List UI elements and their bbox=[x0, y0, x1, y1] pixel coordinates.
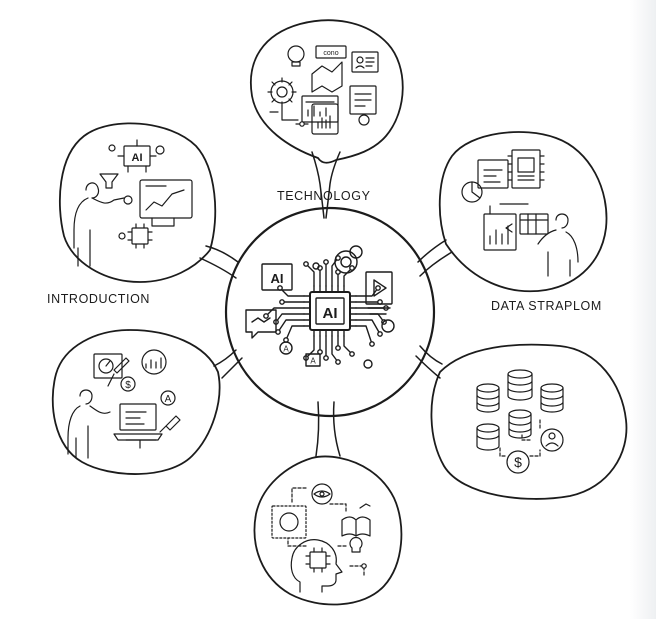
technology-icon-group: cono bbox=[267, 45, 379, 135]
user-badge-icon bbox=[540, 428, 564, 452]
technology-label: TECHNOLOGY bbox=[277, 189, 371, 203]
center-ai-icon-group: AI AI bbox=[245, 245, 395, 369]
data-bar-panel-icon bbox=[483, 213, 517, 251]
data-icon-group bbox=[461, 149, 579, 277]
svg-text:A: A bbox=[165, 394, 172, 405]
person-figure bbox=[537, 213, 579, 277]
right-lower-bubble bbox=[430, 343, 628, 500]
sign-board-icon bbox=[315, 45, 347, 59]
chart-bubble-icon bbox=[141, 349, 167, 375]
database-icon bbox=[540, 383, 564, 413]
profile-card-icon bbox=[351, 51, 379, 73]
center-dot-icon bbox=[312, 262, 320, 270]
lightbulb-icon bbox=[349, 537, 363, 553]
database-icon bbox=[507, 369, 533, 401]
ai-board-text: AI bbox=[271, 271, 284, 286]
dashboard-screen-icon bbox=[301, 95, 339, 123]
bottom-icon-group bbox=[271, 483, 371, 593]
svg-text:$: $ bbox=[514, 454, 522, 470]
document-icon bbox=[349, 85, 377, 115]
connectors bbox=[199, 151, 453, 457]
circuit-chip-icon bbox=[511, 149, 541, 189]
head-profile-icon bbox=[290, 539, 343, 593]
svg-text:A: A bbox=[283, 345, 289, 354]
page-edge-shadow bbox=[630, 0, 656, 619]
center-small-ring-icon bbox=[381, 319, 395, 333]
tablet-chart-icon bbox=[311, 103, 339, 135]
center-badge-b-icon bbox=[305, 353, 321, 367]
eye-badge-icon bbox=[311, 483, 333, 505]
data-straplom-label: DATA STRAPLOM bbox=[491, 299, 602, 313]
data-table-icon bbox=[519, 213, 549, 235]
data-bubble bbox=[438, 131, 608, 293]
data-board-icon bbox=[477, 159, 509, 189]
laptop-screen-icon bbox=[119, 403, 157, 431]
settings-mini-icon bbox=[358, 114, 370, 126]
svg-text:$: $ bbox=[125, 380, 131, 391]
filter-funnel-icon bbox=[99, 173, 119, 189]
left-lower-bubble bbox=[51, 329, 221, 475]
technology-bubble bbox=[250, 19, 404, 164]
badge-e-icon bbox=[349, 245, 363, 259]
dollar-icon bbox=[120, 376, 136, 392]
gauge-board-icon bbox=[93, 353, 123, 379]
left-lower-icon-group: $ A bbox=[67, 349, 181, 459]
play-panel-icon bbox=[365, 271, 393, 305]
database-icon bbox=[476, 423, 500, 451]
center-circle bbox=[224, 206, 436, 418]
dollar-icon bbox=[506, 450, 530, 474]
central-chip bbox=[309, 291, 351, 331]
lightbulb-icon bbox=[287, 45, 305, 63]
central-chip-text: AI bbox=[323, 305, 338, 322]
pencil-icon bbox=[113, 357, 130, 374]
ai-board-icon bbox=[261, 263, 293, 291]
chip-icon bbox=[131, 227, 149, 245]
database-icon bbox=[508, 409, 532, 439]
book-icon bbox=[341, 516, 371, 537]
right-lower-icon-group: $ bbox=[476, 369, 564, 474]
brain-gear-icon bbox=[334, 250, 358, 274]
svg-text:A: A bbox=[310, 357, 316, 366]
sign-board-text: cono bbox=[323, 50, 338, 57]
tool-icon bbox=[159, 415, 181, 433]
introduction-icon-group: AI bbox=[73, 139, 193, 267]
bottom-bubble bbox=[253, 455, 403, 606]
head-chip-icon bbox=[309, 551, 327, 569]
chart-monitor-icon bbox=[139, 179, 193, 219]
center-badge-a-icon bbox=[279, 341, 293, 355]
person-figure bbox=[73, 182, 125, 267]
speech-bubble-icon bbox=[245, 309, 277, 339]
ai-screen-text: AI bbox=[132, 152, 143, 164]
introduction-label: INTRODUCTION bbox=[47, 292, 151, 306]
route-map-icon bbox=[311, 61, 343, 93]
letter-a-icon bbox=[160, 390, 176, 406]
person-figure bbox=[67, 389, 111, 459]
center-dot-icon bbox=[363, 359, 373, 369]
bubbles bbox=[51, 19, 628, 606]
stamp-frame-icon bbox=[271, 505, 307, 539]
database-icon bbox=[476, 383, 500, 413]
introduction-bubble bbox=[59, 122, 217, 283]
